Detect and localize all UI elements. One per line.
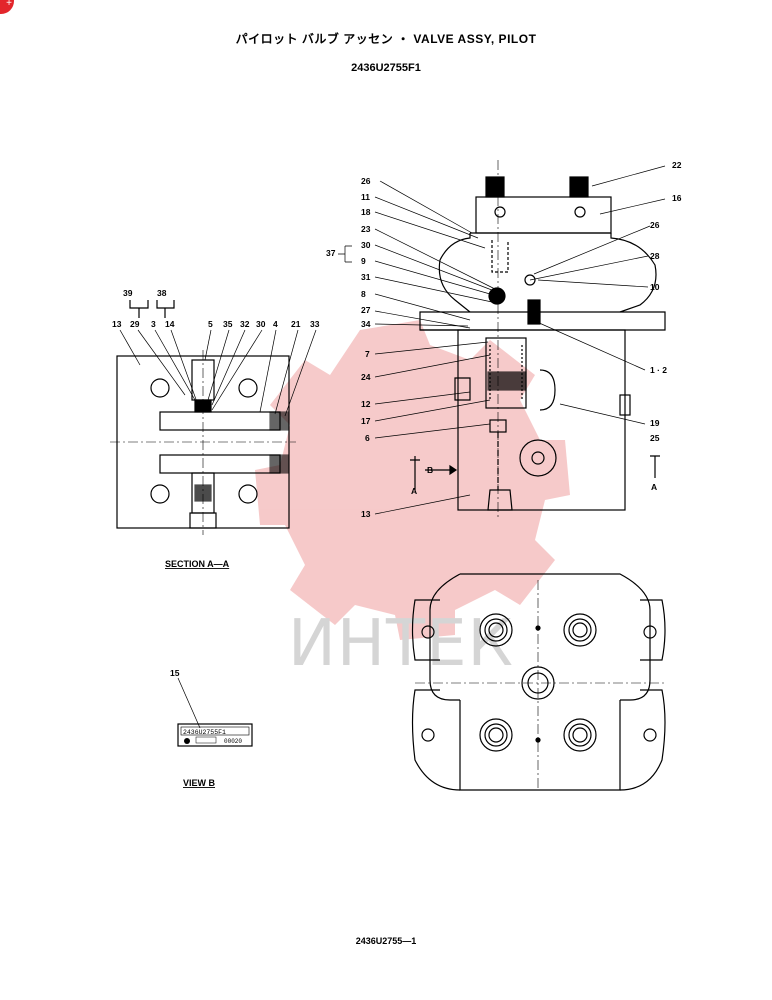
view-b-label: VIEW B — [183, 778, 216, 788]
section-aa-label: SECTION A—A — [165, 559, 230, 569]
callout-29: 29 — [130, 319, 140, 329]
callout-24: 24 — [361, 372, 371, 382]
main-callouts: 26 11 18 23 37 30 9 31 8 27 34 7 24 12 1… — [326, 160, 682, 519]
main-leaders — [338, 165, 666, 515]
nameplate — [177, 723, 253, 747]
callout-25: 25 — [650, 433, 660, 443]
callout-12: 12 — [361, 399, 371, 409]
callout-30: 30 — [361, 240, 371, 250]
callout-27: 27 — [361, 305, 371, 315]
nameplate-line2: 00020 — [224, 738, 242, 745]
callout-s30: 30 — [256, 319, 266, 329]
watermark: ИНТЕК — [255, 320, 570, 681]
callout-39: 39 — [123, 288, 133, 298]
callout-s13: 13 — [112, 319, 122, 329]
section-leaders — [119, 329, 317, 417]
callout-32: 32 — [240, 319, 250, 329]
section-callouts: 39 38 13 29 3 14 5 35 32 30 4 21 33 SECT… — [112, 288, 320, 569]
page-title: パイロット バルブ アッセン ・ VALVE ASSY, PILOT — [235, 32, 537, 46]
callout-13: 13 — [361, 509, 371, 519]
callout-35: 35 — [223, 319, 233, 329]
callout-3: 3 — [151, 319, 156, 329]
callout-33: 33 — [310, 319, 320, 329]
callout-5: 5 — [208, 319, 213, 329]
callout-26a: 26 — [361, 176, 371, 186]
callout-4: 4 — [273, 319, 278, 329]
callout-34: 34 — [361, 319, 371, 329]
callout-21: 21 — [291, 319, 301, 329]
callout-22: 22 — [672, 160, 682, 170]
drawing-number: 2436U2755—1 — [355, 936, 417, 946]
callout-37: 37 — [326, 248, 336, 258]
callout-1-2: 1 · 2 — [650, 365, 667, 375]
watermark-text: ИНТЕК — [288, 607, 514, 681]
bottom-plan-view — [411, 573, 666, 791]
callout-16: 16 — [672, 193, 682, 203]
section-marker-a-right: A — [651, 482, 657, 492]
callout-28: 28 — [650, 251, 660, 261]
section-aa-view — [110, 300, 296, 535]
view-marker-b: B — [427, 465, 433, 475]
callout-10: 10 — [650, 282, 660, 292]
view-b: 15 2436U2755F1 00020 VIEW B — [170, 668, 253, 788]
callout-7: 7 — [365, 349, 370, 359]
callout-23: 23 — [361, 224, 371, 234]
callout-38: 38 — [157, 288, 167, 298]
callout-31: 31 — [361, 272, 371, 282]
section-marker-a-left: A — [411, 486, 417, 496]
callout-26b: 26 — [650, 220, 660, 230]
callout-14: 14 — [165, 319, 175, 329]
corner-badge: + — [0, 0, 14, 14]
callout-6: 6 — [365, 433, 370, 443]
callout-15: 15 — [170, 668, 180, 678]
callout-18: 18 — [361, 207, 371, 217]
callout-17: 17 — [361, 416, 371, 426]
main-valve-view — [410, 160, 666, 520]
callout-11: 11 — [361, 192, 370, 202]
callout-8: 8 — [361, 289, 366, 299]
nameplate-line1: 2436U2755F1 — [183, 729, 226, 736]
callout-19: 19 — [650, 418, 660, 428]
part-number: 2436U2755F1 — [351, 62, 421, 74]
callout-9: 9 — [361, 256, 366, 266]
